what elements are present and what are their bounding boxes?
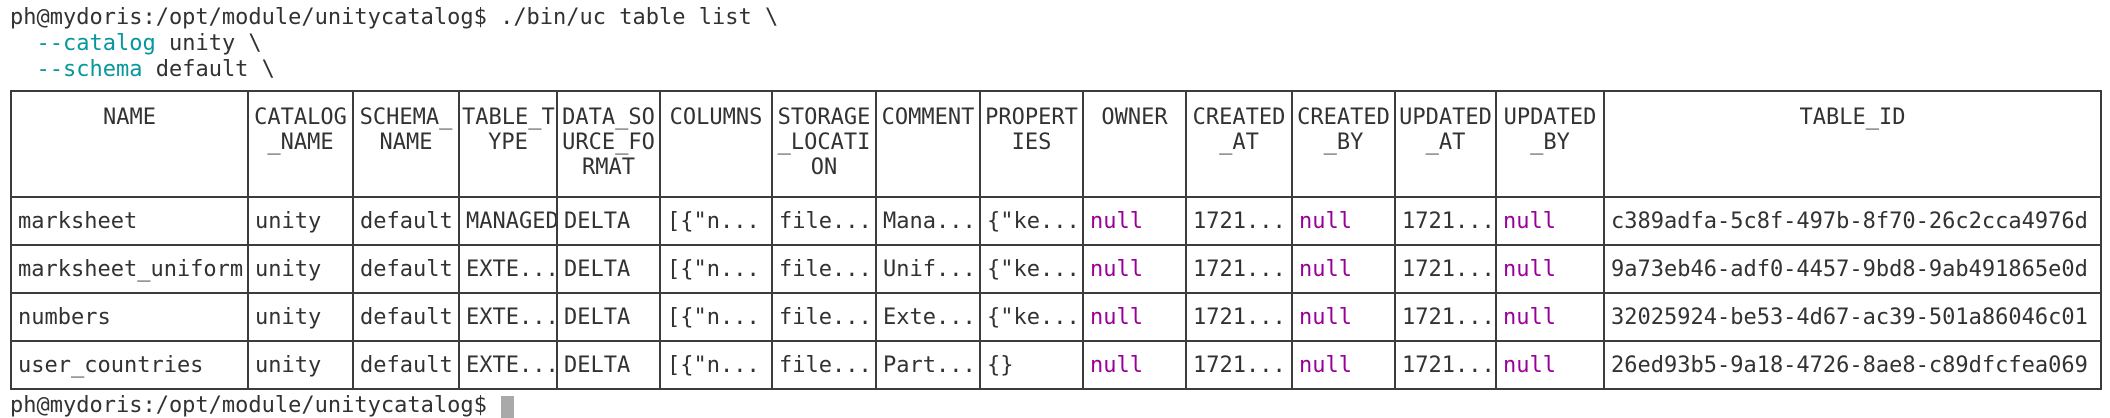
cell-created_at: 1721... — [1185, 244, 1293, 294]
cell-catalog_name: unity — [247, 244, 354, 294]
cell-storage_location: file... — [771, 292, 877, 342]
cell-created_by: null — [1291, 244, 1396, 294]
cell-data_source_format: DELTA — [556, 244, 661, 294]
cell-updated_by: null — [1495, 244, 1605, 294]
cell-owner: null — [1082, 340, 1187, 390]
cell-updated_at: 1721... — [1394, 196, 1497, 246]
cell-name: marksheet_uniform — [10, 244, 249, 294]
terminal-cursor-block — [501, 396, 515, 418]
command-line-3: --schema default \ — [10, 57, 2110, 83]
column-header-properties: PROPERT IES — [979, 90, 1084, 198]
column-header-catalog_name: CATALOG _NAME — [247, 90, 354, 198]
column-header-created_by: CREATED _BY — [1291, 90, 1396, 198]
command-line-2: --catalog unity \ — [10, 31, 2110, 57]
cell-name: user_countries — [10, 340, 249, 390]
cell-table_type: EXTE... — [458, 244, 558, 294]
cell-table_id: 32025924-be53-4d67-ac39-501a86046c01 — [1603, 292, 2102, 342]
column-header-name: NAME — [10, 90, 249, 198]
cell-table_id: 26ed93b5-9a18-4726-8ae8-c89dfcfea069 — [1603, 340, 2102, 390]
cell-columns: [{"n... — [659, 340, 773, 390]
cell-catalog_name: unity — [247, 292, 354, 342]
cell-storage_location: file... — [771, 340, 877, 390]
cell-updated_by: null — [1495, 292, 1605, 342]
column-header-schema_name: SCHEMA_ NAME — [352, 90, 460, 198]
cell-comment: Exte... — [875, 292, 981, 342]
command-text — [10, 31, 37, 56]
cell-properties: {"ke... — [979, 292, 1084, 342]
cell-columns: [{"n... — [659, 292, 773, 342]
cell-storage_location: file... — [771, 196, 877, 246]
cell-data_source_format: DELTA — [556, 196, 661, 246]
command-block: ph@mydoris:/opt/module/unitycatalog$ ./b… — [0, 0, 2110, 83]
cell-data_source_format: DELTA — [556, 340, 661, 390]
cell-data_source_format: DELTA — [556, 292, 661, 342]
cell-schema_name: default — [352, 292, 460, 342]
cell-updated_at: 1721... — [1394, 292, 1497, 342]
cell-catalog_name: unity — [247, 340, 354, 390]
command-text: unity \ — [155, 31, 262, 56]
column-header-columns: COLUMNS — [659, 90, 773, 198]
cell-name: numbers — [10, 292, 249, 342]
cell-table_id: c389adfa-5c8f-497b-8f70-26c2cca4976d — [1603, 196, 2102, 246]
cell-updated_at: 1721... — [1394, 340, 1497, 390]
cell-comment: Part... — [875, 340, 981, 390]
cell-comment: Mana... — [875, 196, 981, 246]
cell-properties: {} — [979, 340, 1084, 390]
column-header-table_id: TABLE_ID — [1603, 90, 2102, 198]
column-header-data_source_format: DATA_SO URCE_FO RMAT — [556, 90, 661, 198]
cell-table_id: 9a73eb46-adf0-4457-9bd8-9ab491865e0d — [1603, 244, 2102, 294]
cell-created_at: 1721... — [1185, 340, 1293, 390]
cell-columns: [{"n... — [659, 244, 773, 294]
prompt-text: ph@mydoris:/opt/module/unitycatalog$ — [10, 393, 501, 418]
cell-properties: {"ke... — [979, 244, 1084, 294]
cell-columns: [{"n... — [659, 196, 773, 246]
command-text: default \ — [142, 57, 275, 82]
cell-schema_name: default — [352, 196, 460, 246]
cell-name: marksheet — [10, 196, 249, 246]
cell-updated_by: null — [1495, 196, 1605, 246]
cell-catalog_name: unity — [247, 196, 354, 246]
command-line-1: ph@mydoris:/opt/module/unitycatalog$ ./b… — [10, 5, 2110, 31]
command-flag: --catalog — [36, 31, 156, 56]
cell-owner: null — [1082, 244, 1187, 294]
column-header-storage_location: STORAGE _LOCATI ON — [771, 90, 877, 198]
cell-table_type: EXTE... — [458, 340, 558, 390]
cell-owner: null — [1082, 292, 1187, 342]
command-text: ph@mydoris:/opt/module/unitycatalog$ ./b… — [10, 5, 779, 30]
cell-created_by: null — [1291, 292, 1396, 342]
column-header-updated_at: UPDATED _AT — [1394, 90, 1497, 198]
column-header-table_type: TABLE_T YPE — [458, 90, 558, 198]
cell-updated_at: 1721... — [1394, 244, 1497, 294]
cell-updated_by: null — [1495, 340, 1605, 390]
cell-owner: null — [1082, 196, 1187, 246]
cell-table_type: MANAGED — [458, 196, 558, 246]
cell-created_at: 1721... — [1185, 196, 1293, 246]
column-header-owner: OWNER — [1082, 90, 1187, 198]
command-text — [10, 57, 37, 82]
next-prompt-line: ph@mydoris:/opt/module/unitycatalog$ — [10, 393, 515, 418]
command-flag: --schema — [36, 57, 143, 82]
cell-schema_name: default — [352, 244, 460, 294]
column-header-created_at: CREATED _AT — [1185, 90, 1293, 198]
cell-storage_location: file... — [771, 244, 877, 294]
cell-properties: {"ke... — [979, 196, 1084, 246]
cell-comment: Unif... — [875, 244, 981, 294]
cell-created_by: null — [1291, 196, 1396, 246]
column-header-updated_by: UPDATED _BY — [1495, 90, 1605, 198]
cell-created_by: null — [1291, 340, 1396, 390]
cell-table_type: EXTE... — [458, 292, 558, 342]
column-header-comment: COMMENT — [875, 90, 981, 198]
cell-schema_name: default — [352, 340, 460, 390]
cell-created_at: 1721... — [1185, 292, 1293, 342]
